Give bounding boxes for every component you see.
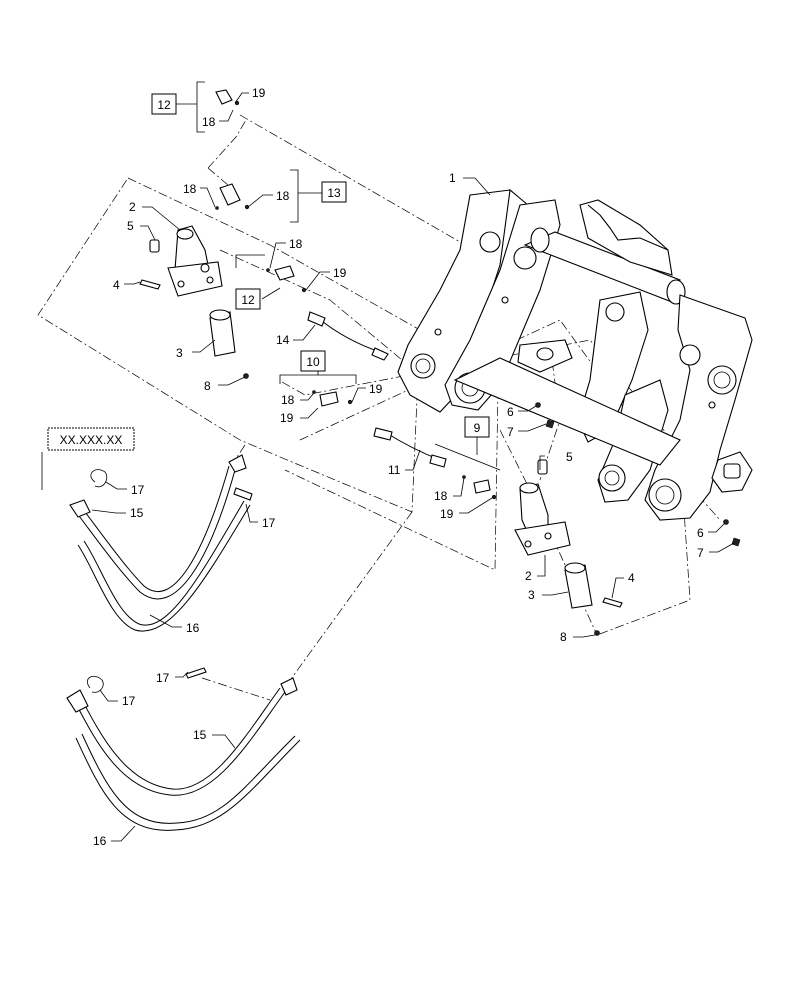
callout-19: 19 (440, 507, 454, 521)
lower-pin-assembly (514, 402, 741, 636)
kit-box-10: 10 (300, 350, 326, 372)
callout-16: 16 (186, 621, 200, 635)
callout-7: 7 (507, 425, 514, 439)
callout-4: 4 (113, 278, 120, 292)
kit-box-9: 9 (464, 416, 490, 438)
callout-17: 17 (131, 483, 145, 497)
kit-label-12-top: 12 (157, 98, 171, 112)
callout-17: 17 (156, 671, 170, 685)
reference-box: XX.XXX.XX (47, 427, 135, 451)
callout-18: 18 (434, 489, 448, 503)
callout-5: 5 (566, 450, 573, 464)
hoses-lower (66, 667, 301, 831)
callout-1: 1 (449, 171, 456, 185)
callout-16: 16 (93, 834, 107, 848)
reference-label: XX.XXX.XX (60, 433, 123, 447)
callout-18: 18 (276, 189, 290, 203)
callout-14: 14 (276, 333, 290, 347)
upper-pin-assembly (139, 225, 249, 379)
leader-lines (91, 92, 735, 842)
callout-2: 2 (525, 569, 532, 583)
coupler-frame (397, 188, 753, 521)
kit-label-9: 9 (474, 421, 481, 435)
callout-8: 8 (204, 379, 211, 393)
callout-15: 15 (130, 506, 144, 520)
callout-7: 7 (697, 546, 704, 560)
fittings (215, 89, 497, 500)
callout-17: 17 (122, 694, 136, 708)
callout-3: 3 (528, 588, 535, 602)
callout-8: 8 (560, 630, 567, 644)
kit-box-12-top: 12 (151, 93, 177, 115)
kit-label-10: 10 (306, 355, 320, 369)
callout-19: 19 (369, 382, 383, 396)
callout-19: 19 (333, 266, 347, 280)
callout-2: 2 (129, 200, 136, 214)
callout-18: 18 (202, 115, 216, 129)
callout-17: 17 (262, 516, 276, 530)
callout-6: 6 (697, 526, 704, 540)
callout-15: 15 (193, 728, 207, 742)
callout-5: 5 (127, 219, 134, 233)
kit-box-12-mid: 12 (235, 288, 261, 310)
callout-numbers: 1 2 5 4 3 8 19 18 18 18 18 19 14 18 19 1… (93, 86, 704, 848)
callout-18: 18 (183, 182, 197, 196)
kit-label-12-mid: 12 (241, 293, 255, 307)
callout-6: 6 (507, 405, 514, 419)
kit-box-13: 13 (321, 181, 347, 203)
callout-4: 4 (628, 571, 635, 585)
kit-label-13: 13 (327, 186, 341, 200)
callout-18: 18 (281, 393, 295, 407)
callout-19: 19 (280, 411, 294, 425)
callout-18: 18 (289, 237, 303, 251)
callout-11: 11 (388, 463, 401, 477)
callout-3: 3 (176, 346, 183, 360)
callout-19: 19 (252, 86, 266, 100)
hoses-upper (69, 454, 253, 632)
